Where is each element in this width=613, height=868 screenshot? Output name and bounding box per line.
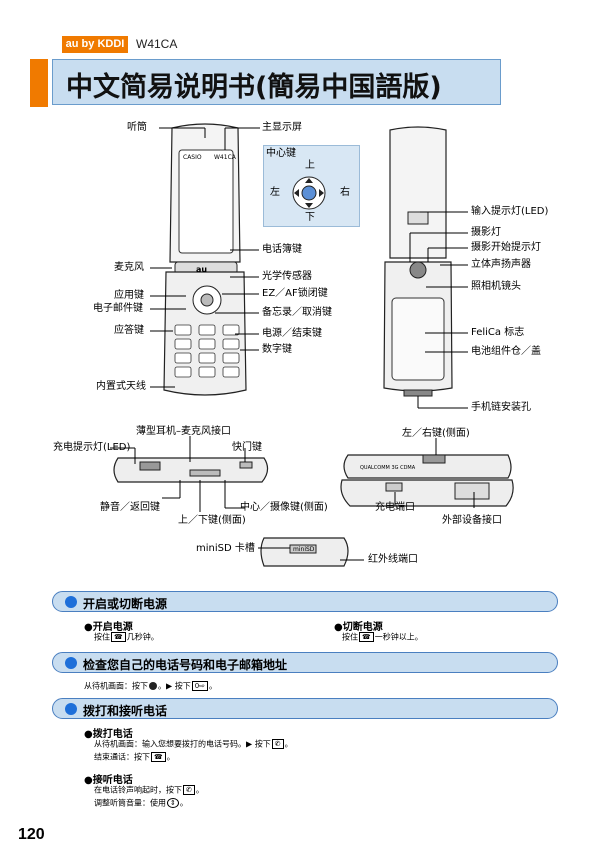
text-pre: 调整听筒音量：使用 — [94, 798, 166, 808]
label-external-port: 外部设备接口 — [442, 515, 502, 526]
page-number: 120 — [18, 826, 45, 843]
answer-call-line2: 调整听筒音量：使用⇕。 — [94, 798, 188, 809]
end-key-icon: ☎ — [111, 632, 126, 642]
label-microphone: 麦克风 — [114, 262, 144, 273]
label-felica: FeliCa 标志 — [471, 327, 525, 338]
text-post: 。 — [284, 739, 293, 749]
phone-brand: CASIO — [183, 154, 202, 161]
label-lr-side-key: 左／右键(侧面) — [402, 428, 470, 439]
power-off-title: ●切断电源 — [334, 622, 383, 633]
text-pre: 按住 — [94, 632, 110, 642]
label-left: 左 — [270, 187, 280, 198]
call-key-icon: ✆ — [183, 785, 195, 795]
phone-au-mark: au — [196, 265, 208, 274]
zero-key-icon: 0⇨ — [191, 681, 209, 691]
side-view-right-illustration — [340, 454, 514, 507]
label-ir-port: 红外线端口 — [368, 554, 418, 565]
label-down: 下 — [305, 212, 315, 223]
label-main-display: 主显示屏 — [262, 122, 302, 133]
text-post: 。 — [179, 798, 188, 808]
page-title: 中文简易说明书(簡易中国語版) — [66, 72, 442, 103]
section-power: 开启或切断电源 — [52, 591, 558, 612]
label-camera-lens: 照相机镜头 — [471, 281, 521, 292]
label-right: 右 — [340, 187, 350, 198]
volume-key-icon: ⇕ — [167, 798, 179, 808]
bottom-view-illustration — [260, 537, 349, 567]
section-check-number: 检查您自己的电话号码和电子邮箱地址 — [52, 652, 558, 673]
label-incoming-led: 输入提示灯(LED) — [471, 206, 549, 217]
label-answer-key: 应答键 — [114, 325, 144, 336]
power-on-title: ●开启电源 — [84, 622, 133, 633]
label-minisd-slot: miniSD 卡槽 — [196, 543, 255, 554]
label-earpiece: 听筒 — [127, 122, 147, 133]
label-charge-led: 充电提示灯(LED) — [53, 442, 131, 453]
label-shutter-key: 快门键 — [232, 442, 262, 453]
label-strap-hole: 手机链安装孔 — [471, 402, 531, 413]
label-ez-af-key: EZ／AF锁闭键 — [262, 288, 328, 299]
answer-call-title: ●接听电话 — [84, 775, 133, 786]
text-post: 。 — [195, 785, 204, 795]
label-center-key: 中心键 — [266, 148, 296, 159]
text-pre: 在电话铃声响起时，按下 — [94, 785, 182, 795]
center-key-icon — [149, 682, 157, 690]
label-app-key: 应用键 — [114, 290, 144, 301]
text-mid: 。▶ 按下 — [158, 681, 191, 691]
make-call-line2: 结束通话：按下☎。 — [94, 752, 175, 763]
label-phonebook-key: 电话簿键 — [262, 244, 302, 255]
model-name: W41CA — [136, 37, 178, 51]
side-print: QUALCOMM 3G CDMA — [360, 465, 416, 471]
label-earphone-jack: 薄型耳机–麦克风接口 — [136, 426, 231, 437]
label-photo-start-light: 摄影开始提示灯 — [471, 242, 541, 253]
label-up: 上 — [305, 160, 315, 171]
text-pre: 从待机画面：按下 — [84, 681, 148, 691]
label-power-end-key: 电源／结束键 — [262, 328, 322, 339]
section-heading: 检查您自己的电话号码和电子邮箱地址 — [83, 658, 288, 672]
text-post: 几秒钟。 — [126, 632, 159, 642]
label-stereo-speaker: 立体声扬声器 — [471, 259, 531, 270]
title-banner: 中文简易说明书(簡易中国語版) — [30, 59, 503, 107]
bullet-icon — [65, 657, 77, 669]
text-post: 。 — [166, 752, 175, 762]
bullet-icon — [65, 596, 77, 608]
text-post: 一秒钟以上。 — [374, 632, 423, 642]
end-key-icon: ☎ — [151, 752, 166, 762]
au-logo: au by KDDI — [62, 36, 128, 53]
power-off-text: 按住☎一秒钟以上。 — [342, 632, 423, 643]
label-number-keys: 数字键 — [262, 344, 292, 355]
power-on-text: 按住☎几秒钟。 — [94, 632, 159, 643]
make-call-line1: 从待机画面：输入您想要拨打的电话号码。▶ 按下✆。 — [94, 739, 293, 750]
label-battery: 电池组件仓／盖 — [471, 346, 541, 357]
text-pre: 从待机画面：输入您想要拨打的电话号码。▶ 按下 — [94, 739, 271, 749]
front-phone-illustration — [163, 123, 247, 396]
side-view-left-illustration — [113, 457, 269, 483]
answer-call-line1: 在电话铃声响起时，按下✆。 — [94, 785, 204, 796]
label-memo-cancel-key: 备忘录／取消键 — [262, 307, 332, 318]
section-heading: 开启或切断电源 — [83, 597, 168, 611]
label-updown-key: 上／下键(侧面) — [178, 515, 246, 526]
call-key-icon: ✆ — [271, 739, 284, 749]
label-email-key: 电子邮件键 — [93, 303, 143, 314]
make-call-title: ●拨打电话 — [84, 729, 133, 740]
label-mute-back-key: 静音／返回键 — [100, 502, 160, 513]
title-accent — [30, 59, 48, 107]
phone-model: W41CA — [214, 154, 236, 161]
label-antenna: 内置式天线 — [96, 381, 146, 392]
section-calls: 拨打和接听电话 — [52, 698, 558, 719]
label-center-camera-key: 中心／摄像键(侧面) — [240, 502, 328, 513]
text-post: 。 — [209, 681, 218, 691]
title-box — [52, 59, 501, 105]
label-light-sensor: 光学传感器 — [262, 271, 312, 282]
label-photo-light: 摄影灯 — [471, 227, 501, 238]
text-pre: 结束通话：按下 — [94, 752, 150, 762]
end-key-icon: ☎ — [359, 632, 374, 642]
text-pre: 按住 — [342, 632, 358, 642]
minisd-text: miniSD — [293, 546, 315, 553]
section-heading: 拨打和接听电话 — [83, 704, 168, 718]
back-phone-illustration — [383, 126, 453, 397]
bullet-icon — [65, 703, 77, 715]
label-charge-port: 充电端口 — [375, 502, 415, 513]
